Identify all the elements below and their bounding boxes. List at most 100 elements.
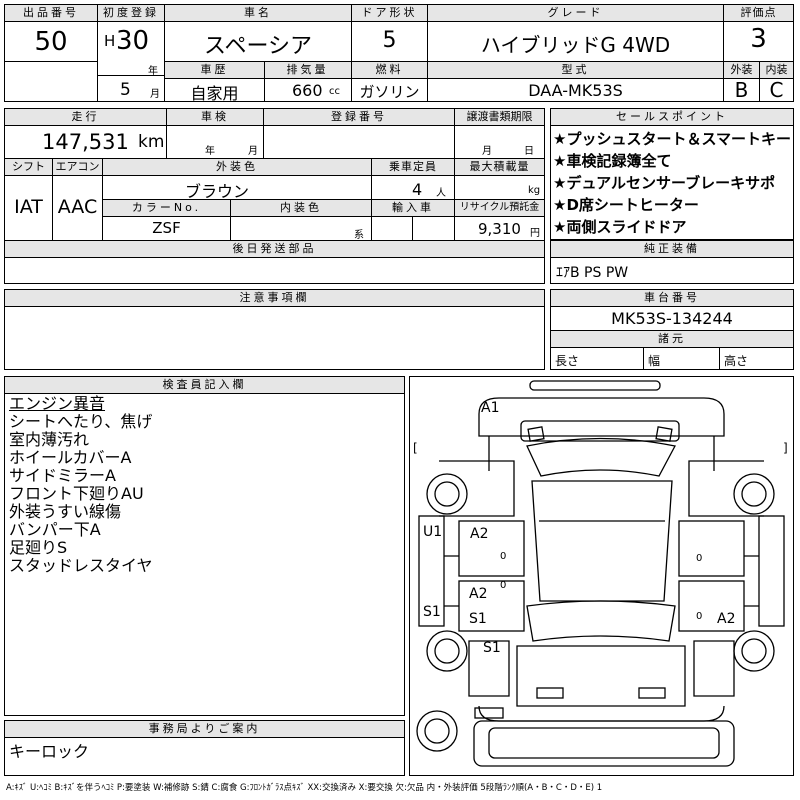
inspector-line: ホイールカバーA: [9, 448, 132, 467]
car-name-label: 車名: [165, 5, 351, 22]
fuel-label: 燃料: [352, 62, 427, 79]
chassis-box: [550, 289, 794, 370]
regno-label: 登録番号: [264, 109, 454, 126]
zero-mark: 0: [696, 611, 703, 622]
recycle-label: リサイクル預託金: [455, 200, 544, 217]
height-label: 高さ: [724, 354, 749, 368]
ext-label: 外装: [724, 62, 759, 79]
exterior-color-label: 外装色: [103, 159, 371, 176]
max-load-label: 最大積載量: [455, 159, 544, 176]
mark-a2-center: A2: [469, 586, 488, 602]
max-load-unit: kg: [528, 185, 541, 196]
sales-point: ★プッシュスタート＆スマートキー: [553, 130, 791, 148]
later-parts-label: 後日発送部品: [5, 241, 544, 258]
displacement-label: 排気量: [264, 62, 351, 79]
import-label: 輸入車: [372, 200, 454, 217]
mark-u1: U1: [423, 524, 443, 540]
bracket-right: ]: [783, 441, 788, 455]
grade-label: グレード: [428, 5, 723, 22]
fuel: ガソリン: [359, 83, 420, 101]
ac-label: エアコン: [53, 159, 102, 176]
car-name: スペーシア: [203, 34, 313, 59]
zero-mark: 0: [696, 553, 703, 564]
mark-s1-left: S1: [423, 604, 441, 620]
equipment-label: 純正装備: [551, 241, 793, 258]
transfer-day-unit: 日: [524, 146, 534, 157]
inspector-line: エンジン異音: [9, 394, 106, 413]
sales-point: ★両側スライドドア: [553, 218, 687, 236]
insp-year-unit: 年: [205, 146, 215, 157]
color-no-label: カラーNo.: [103, 200, 230, 217]
displacement-unit: cc: [329, 86, 340, 97]
exterior-color: ブラウン: [184, 182, 249, 201]
door-label: ドア形状: [352, 5, 427, 22]
equipment-box: [550, 240, 794, 284]
history-label: 車歴: [165, 62, 264, 79]
mark-s1-center: S1: [469, 611, 487, 627]
model: DAA-MK53S: [528, 81, 623, 100]
shift-label: シフト: [5, 159, 52, 176]
inspector-list: エンジン異音 シートへたり、焦げ 室内薄汚れ ホイールカバーA サイドミラーA …: [9, 395, 153, 575]
equipment-value: ｴｱB PS PW: [556, 265, 629, 281]
sales-point: ★車検記録簿全て: [553, 152, 672, 170]
mileage-label: 走行: [5, 109, 166, 126]
first-reg-label: 初度登録: [98, 5, 164, 22]
color-no: ZSF: [152, 219, 181, 237]
inspector-line: 足廻りS: [9, 538, 68, 557]
interior-color-label: 内装色: [231, 200, 371, 217]
length-label: 長さ: [555, 354, 580, 368]
ac: AAC: [57, 196, 98, 218]
zero-mark: 0: [500, 580, 507, 591]
car-diagram: [416, 380, 785, 767]
zero-mark: 0: [500, 551, 507, 562]
office-box: [4, 720, 405, 776]
recycle: 9,310: [478, 220, 521, 238]
int-score: C: [769, 78, 784, 102]
score: 3: [750, 24, 767, 54]
lot-no-label: 出品番号: [5, 5, 97, 22]
inspector-line: サイドミラーA: [9, 466, 116, 485]
inspector-line: バンパー下A: [9, 520, 101, 539]
score-label: 評価点: [724, 5, 793, 22]
mileage: 147,531: [42, 130, 129, 154]
transfer-label: 譲渡書類期限: [455, 109, 544, 126]
inspector-line: スタッドレスタイヤ: [9, 556, 153, 575]
inspector-box: [4, 376, 405, 716]
legend: A:ｷｽﾞ U:ﾍｺﾐ B:ｷｽﾞを伴うﾍｺﾐ P:要塗装 W:補修跡 S:錆 …: [6, 783, 603, 793]
inspector-line: フロント下廻りAU: [9, 484, 144, 503]
history: 自家用: [190, 84, 239, 103]
dims-label: 諸元: [551, 331, 793, 348]
bracket-left: [: [413, 441, 418, 455]
year-unit: 年: [148, 66, 158, 77]
lot-no: 50: [34, 27, 68, 57]
month-unit: 月: [150, 89, 160, 100]
inspection-label: 車検: [167, 109, 263, 126]
chassis-value: MK53S-134244: [611, 309, 733, 328]
inspector-line: 外装うすい線傷: [9, 502, 122, 521]
mark-a2-left-door: A2: [470, 526, 489, 542]
sales-points-list: ★プッシュスタート＆スマートキー ★車検記録簿全て ★デュアルセンサーブレーキサ…: [553, 128, 793, 238]
capacity-label: 乗車定員: [372, 159, 454, 176]
displacement: 660: [292, 81, 323, 100]
inspector-label: 検査員記入欄: [5, 377, 404, 394]
inspector-line: シートへたり、焦げ: [9, 412, 153, 431]
capacity-unit: 人: [436, 188, 446, 199]
grade: ハイブリッドG 4WD: [480, 33, 671, 57]
sales-points-label: セールスポイント: [551, 109, 793, 126]
chassis-label: 車台番号: [551, 290, 793, 307]
mark-a2-right: A2: [717, 611, 736, 627]
insp-month-unit: 月: [248, 146, 258, 157]
recycle-unit: 円: [530, 228, 540, 239]
top-block: [4, 4, 794, 102]
width-label: 幅: [648, 354, 661, 368]
era: H: [104, 32, 116, 50]
office-value: キーロック: [9, 742, 90, 761]
inspector-line: 室内薄汚れ: [9, 430, 90, 449]
capacity: 4: [412, 180, 423, 199]
interior-suffix: 系: [354, 230, 364, 241]
office-label: 事務局よりご案内: [5, 721, 404, 738]
reg-month: 5: [120, 80, 131, 100]
sales-points-box: [550, 108, 794, 240]
notes-box: [4, 289, 545, 370]
model-label: 型式: [428, 62, 723, 79]
